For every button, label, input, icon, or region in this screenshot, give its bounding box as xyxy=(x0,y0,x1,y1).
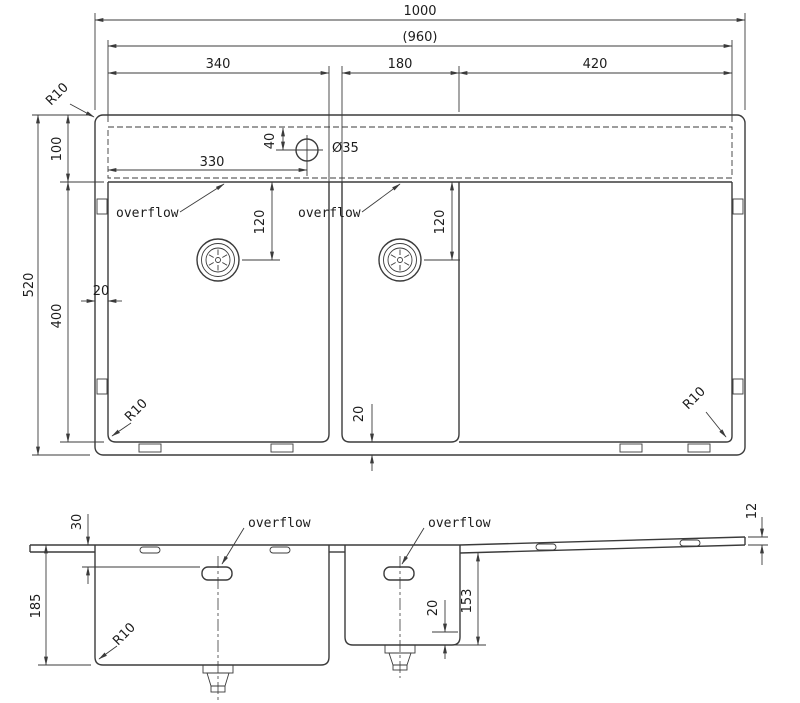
dim-drain-step: 20 xyxy=(426,600,458,659)
dim-center-drain-offset-label: 120 xyxy=(433,210,448,235)
radius-side-label: R10 xyxy=(110,620,139,649)
dim-bowl-depth: 400 xyxy=(50,181,104,443)
drainboard-inner-edge xyxy=(459,182,733,443)
dim-left-drain-offset: 120 xyxy=(242,181,280,261)
dim-faucet-diameter-label: Ø35 xyxy=(332,141,359,156)
ledge-hidden-edge xyxy=(107,126,733,179)
overflow-side-left-label: overflow xyxy=(248,516,311,531)
drainboard-underside xyxy=(459,544,746,554)
rim-slots xyxy=(139,539,701,554)
top-view: 1000 (960) 340 180 420 520 xyxy=(22,4,746,471)
dim-center-bowl-depth-label: 153 xyxy=(460,589,475,614)
dim-overall-width: 1000 xyxy=(94,4,746,110)
radius-bottom-right-label: R10 xyxy=(680,384,709,413)
overflow-callout-left: overflow xyxy=(116,183,225,221)
center-drain xyxy=(378,238,422,282)
dim-drain-step-label: 20 xyxy=(426,600,441,617)
radius-callout-bottom-left: R10 xyxy=(111,396,151,437)
dim-overflow-depth: 30 xyxy=(70,514,200,584)
dim-faucet-setback-label: 40 xyxy=(263,133,278,150)
dim-center-drain-offset: 120 xyxy=(424,181,460,261)
left-bowl-plan xyxy=(107,182,330,443)
center-bowl-section xyxy=(344,545,461,646)
dim-bottom-gap: 20 xyxy=(352,404,374,471)
dim-overall-depth-label: 520 xyxy=(22,273,37,298)
overflow-left-label: overflow xyxy=(116,206,179,221)
radius-callout-side: R10 xyxy=(98,620,139,660)
mounting-clips xyxy=(96,198,744,453)
dim-bowl-depth-label: 400 xyxy=(50,304,65,329)
center-bowl-plan xyxy=(341,182,460,443)
dim-center-bowl-depth: 153 xyxy=(454,552,486,646)
overflow-callout-side-center: overflow xyxy=(401,516,491,565)
radius-callout-top-left: R10 xyxy=(43,80,95,118)
overflow-center-label: overflow xyxy=(298,206,361,221)
overflow-callout-center: overflow xyxy=(298,183,401,221)
dim-bottom-gap-label: 20 xyxy=(352,406,367,423)
dim-faucet-position: 330 40 Ø35 xyxy=(107,127,359,172)
dim-left-drain-offset-label: 120 xyxy=(253,210,268,235)
dim-drainboard-width-label: 420 xyxy=(583,57,608,72)
dim-left-bowl-depth: 185 xyxy=(29,544,91,666)
overflow-callout-side-left: overflow xyxy=(221,516,311,565)
left-drain xyxy=(196,238,240,282)
radius-top-left-label: R10 xyxy=(43,80,72,109)
dim-bowl-widths: 340 180 420 xyxy=(107,57,733,182)
radius-bottom-left-label: R10 xyxy=(122,396,151,425)
dim-edge-gap: 20 xyxy=(81,284,122,303)
left-bowl-section xyxy=(94,545,330,666)
side-view: overflow overflow 30 12 185 xyxy=(29,503,768,700)
dim-rim-thickness: 12 xyxy=(745,503,768,565)
dim-rim-thickness-label: 12 xyxy=(745,503,760,520)
dim-left-bowl-depth-label: 185 xyxy=(29,594,44,619)
sink-outline-plan xyxy=(94,114,746,456)
dim-left-bowl-width-label: 340 xyxy=(206,57,231,72)
radius-callout-bottom-right: R10 xyxy=(680,384,727,438)
dim-overall-width-label: 1000 xyxy=(403,4,436,19)
drainboard-top-line xyxy=(459,536,746,546)
overflow-side-center-label: overflow xyxy=(428,516,491,531)
center-overflow-slot xyxy=(383,566,415,581)
dim-overall-depth: 520 xyxy=(22,114,90,456)
left-overflow-slot xyxy=(201,566,233,581)
dim-ledge-depth: 100 xyxy=(50,114,104,183)
dim-edge-gap-label: 20 xyxy=(93,284,110,299)
dim-faucet-offset-label: 330 xyxy=(200,155,225,170)
dim-ledge-depth-label: 100 xyxy=(50,137,65,162)
dim-inner-width: (960) xyxy=(107,30,733,122)
dim-inner-width-label: (960) xyxy=(403,30,438,45)
dim-center-bowl-width-label: 180 xyxy=(388,57,413,72)
dim-overflow-depth-label: 30 xyxy=(70,514,85,531)
